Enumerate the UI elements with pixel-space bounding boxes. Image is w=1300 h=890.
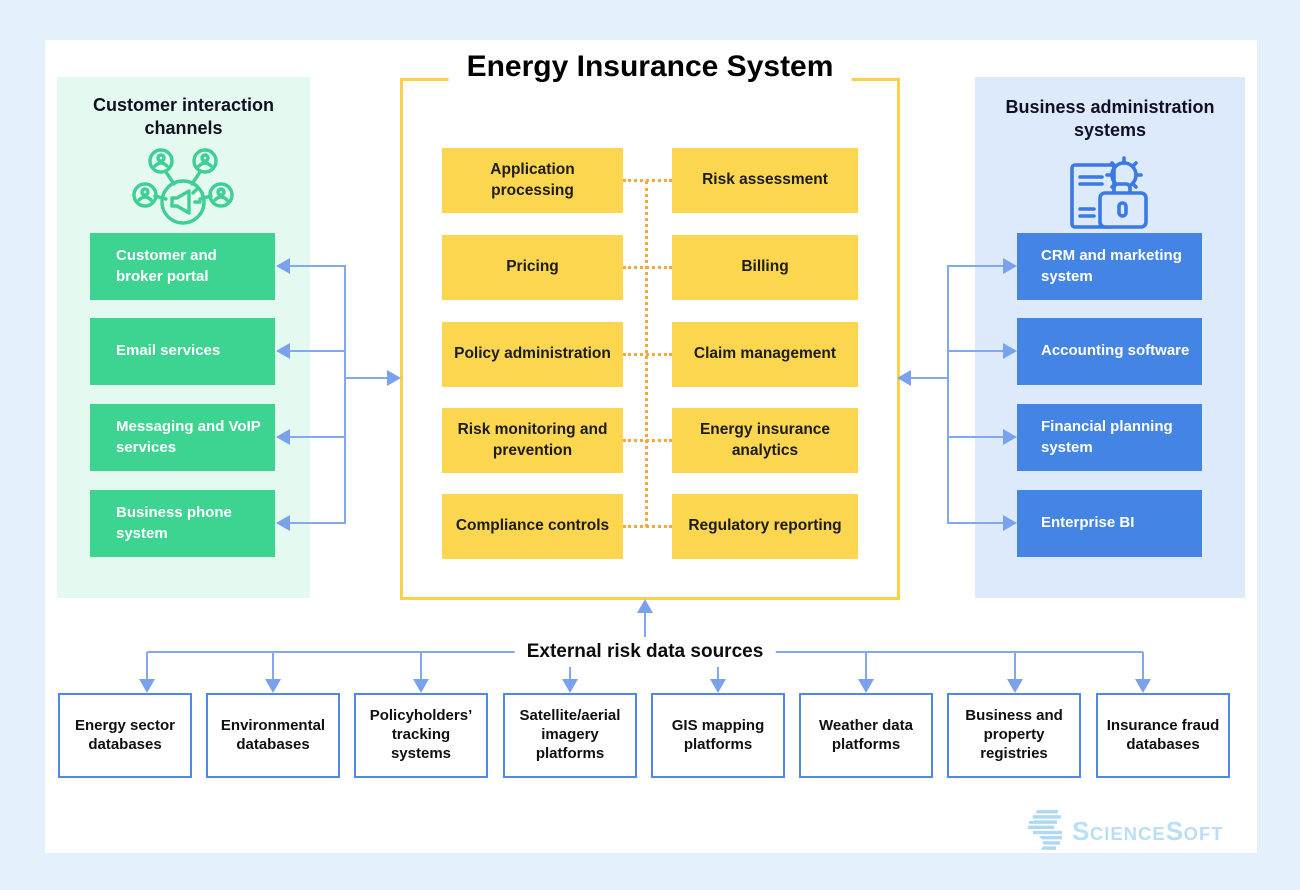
module-application-processing: Application processing	[442, 148, 623, 213]
source-box-satellite-imagery: Satellite/aerial imagery platforms	[503, 693, 637, 778]
arrow-down-icon	[1135, 679, 1151, 693]
source-box-weather-data: Weather data platforms	[799, 693, 933, 778]
sources-to-system-stem	[644, 613, 646, 637]
left-connector-branch	[290, 436, 345, 438]
source-box-gis-mapping: GIS mapping platforms	[651, 693, 785, 778]
source-drop-line	[1014, 652, 1016, 680]
module-energy-analytics: Energy insurance analytics	[672, 408, 858, 473]
customer-channels-icon	[132, 148, 234, 225]
arrow-up-icon	[637, 599, 653, 613]
right-connector-branch	[948, 350, 1003, 352]
admin-box-enterprise-bi: Enterprise BI	[1017, 490, 1202, 557]
left-connector-branch	[290, 522, 345, 524]
module-billing: Billing	[672, 235, 858, 300]
channel-box-messaging: Messaging and VoIP services	[90, 404, 275, 471]
left-connector-trunk	[344, 265, 346, 524]
module-risk-assessment: Risk assessment	[672, 148, 858, 213]
dotted-connector	[623, 179, 672, 182]
arrow-down-icon	[710, 679, 726, 693]
module-policy-administration: Policy administration	[442, 322, 623, 387]
right-connector-trunk	[947, 265, 949, 524]
arrow-left-icon	[276, 343, 290, 359]
business-admin-title: Business administration systems	[1005, 97, 1215, 141]
arrow-left-icon	[897, 370, 911, 386]
right-connector-branch	[948, 522, 1003, 524]
arrow-down-icon	[139, 679, 155, 693]
arrow-right-icon	[1003, 258, 1017, 274]
source-drop-line	[146, 652, 148, 680]
source-drop-line	[1142, 652, 1144, 680]
module-pricing: Pricing	[442, 235, 623, 300]
channel-box-portal: Customer and broker portal	[90, 233, 275, 300]
left-connector-branch	[290, 265, 345, 267]
left-to-system-line	[345, 377, 388, 379]
source-box-policyholders-tracking: Policyholders’ tracking systems	[354, 693, 488, 778]
arrow-down-icon	[265, 679, 281, 693]
arrow-down-icon	[1007, 679, 1023, 693]
page-title: Energy Insurance System	[448, 50, 852, 84]
source-drop-line	[865, 652, 867, 680]
right-to-system-line	[911, 377, 948, 379]
right-connector-branch	[948, 436, 1003, 438]
arrow-right-icon	[1003, 429, 1017, 445]
arrow-right-icon	[1003, 343, 1017, 359]
customer-channels-title: Customer interaction channels	[92, 95, 275, 139]
sciencesoft-logo: ScienceSoft	[1028, 810, 1224, 852]
source-box-insurance-fraud: Insurance fraud databases	[1096, 693, 1230, 778]
admin-box-financial-planning: Financial planning system	[1017, 404, 1202, 471]
source-box-energy-sector: Energy sector databases	[58, 693, 192, 778]
channel-box-email: Email services	[90, 318, 275, 385]
arrow-left-icon	[276, 429, 290, 445]
arrow-right-icon	[387, 370, 401, 386]
dotted-connector-vertical	[645, 181, 648, 527]
left-connector-branch	[290, 350, 345, 352]
module-compliance-controls: Compliance controls	[442, 494, 623, 559]
arrow-left-icon	[276, 515, 290, 531]
right-connector-branch	[948, 265, 1003, 267]
source-box-environmental: Environmental databases	[206, 693, 340, 778]
sciencesoft-logo-icon	[1028, 810, 1062, 852]
module-regulatory-reporting: Regulatory reporting	[672, 494, 858, 559]
arrow-left-icon	[276, 258, 290, 274]
source-drop-line	[272, 652, 274, 680]
module-claim-management: Claim management	[672, 322, 858, 387]
source-box-property-registries: Business and property registries	[947, 693, 1081, 778]
sciencesoft-logo-text: ScienceSoft	[1072, 815, 1224, 846]
admin-box-accounting: Accounting software	[1017, 318, 1202, 385]
channel-box-phone: Business phone system	[90, 490, 275, 557]
arrow-down-icon	[858, 679, 874, 693]
source-drop-line	[420, 652, 422, 680]
business-admin-icon	[1070, 156, 1148, 229]
arrow-down-icon	[562, 679, 578, 693]
module-risk-monitoring: Risk monitoring and prevention	[442, 408, 623, 473]
arrow-down-icon	[413, 679, 429, 693]
external-sources-label: External risk data sources	[514, 637, 776, 667]
admin-box-crm: CRM and marketing system	[1017, 233, 1202, 300]
arrow-right-icon	[1003, 515, 1017, 531]
